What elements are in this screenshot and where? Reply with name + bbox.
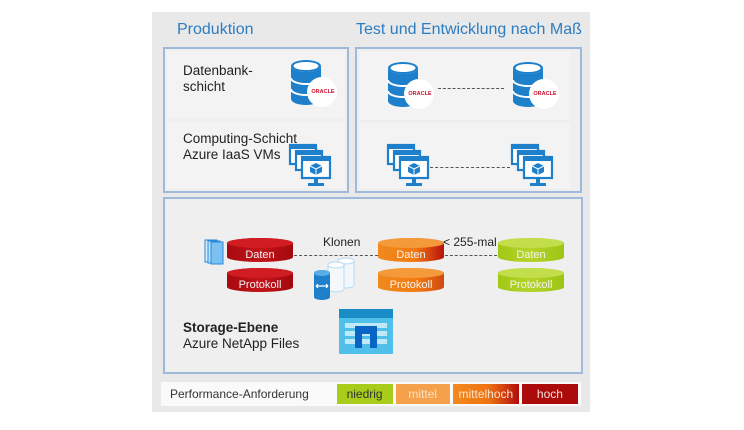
virtual-machines-icon: [510, 143, 558, 189]
compute-layer-label-line1: Computing-Schicht: [183, 131, 298, 146]
virtual-machines-icon: [386, 143, 434, 189]
dev-volumes-icon: [498, 238, 564, 292]
clone-label: Klonen: [323, 235, 361, 249]
compute-layer-label-line2: Azure IaaS VMs: [183, 147, 281, 162]
oracle-database-icon: ORACLE: [288, 58, 338, 108]
oracle-logo: ORACLE: [311, 89, 335, 95]
volume-log-label: Protokoll: [389, 279, 433, 291]
db-layer-label-line1: Datenbank-: [183, 63, 253, 78]
volume-log-label: Protokoll: [509, 279, 553, 291]
oracle-database-icon: ORACLE: [385, 60, 435, 110]
volume-data-label: Daten: [396, 249, 426, 261]
azure-netapp-files-icon: [339, 309, 393, 354]
clone-limit-connector: [445, 255, 497, 256]
oracle-database-icon: ORACLE: [510, 60, 560, 110]
virtual-machines-icon: [288, 143, 336, 189]
test-dev-title: Test und Entwicklung nach Maß: [356, 21, 582, 38]
storage-layer-title: Storage-Ebene: [183, 320, 279, 335]
production-volumes-icon: [227, 238, 293, 292]
volume-data-label: Daten: [245, 249, 275, 261]
storage-layer-subtitle: Azure NetApp Files: [183, 336, 300, 351]
legend-chip-hoch: hoch: [521, 384, 578, 404]
legend-chip-mittel: mittel: [395, 384, 450, 404]
clone-limit-label: < 255-mal: [443, 235, 497, 249]
test-volumes-icon: [378, 238, 444, 292]
snapshot-files-icon: [204, 239, 224, 265]
oracle-logo: ORACLE: [408, 91, 432, 97]
clone-volumes-icon: [314, 257, 355, 300]
clone-connector: [294, 255, 378, 256]
volume-log-label: Protokoll: [238, 279, 282, 291]
volume-data-label: Daten: [516, 249, 546, 261]
legend-chip-niedrig: niedrig: [336, 384, 393, 404]
oracle-logo: ORACLE: [533, 91, 557, 97]
legend-chip-mittelhoch: mittelhoch: [452, 384, 519, 404]
vm-clone-connector: [430, 167, 510, 168]
db-clone-connector: [438, 88, 504, 89]
production-title: Produktion: [177, 21, 254, 38]
db-layer-label-line2: schicht: [183, 79, 226, 94]
performance-legend: Performance-Anforderung niedrig mittel m…: [161, 382, 581, 406]
legend-title: Performance-Anforderung: [170, 387, 309, 401]
